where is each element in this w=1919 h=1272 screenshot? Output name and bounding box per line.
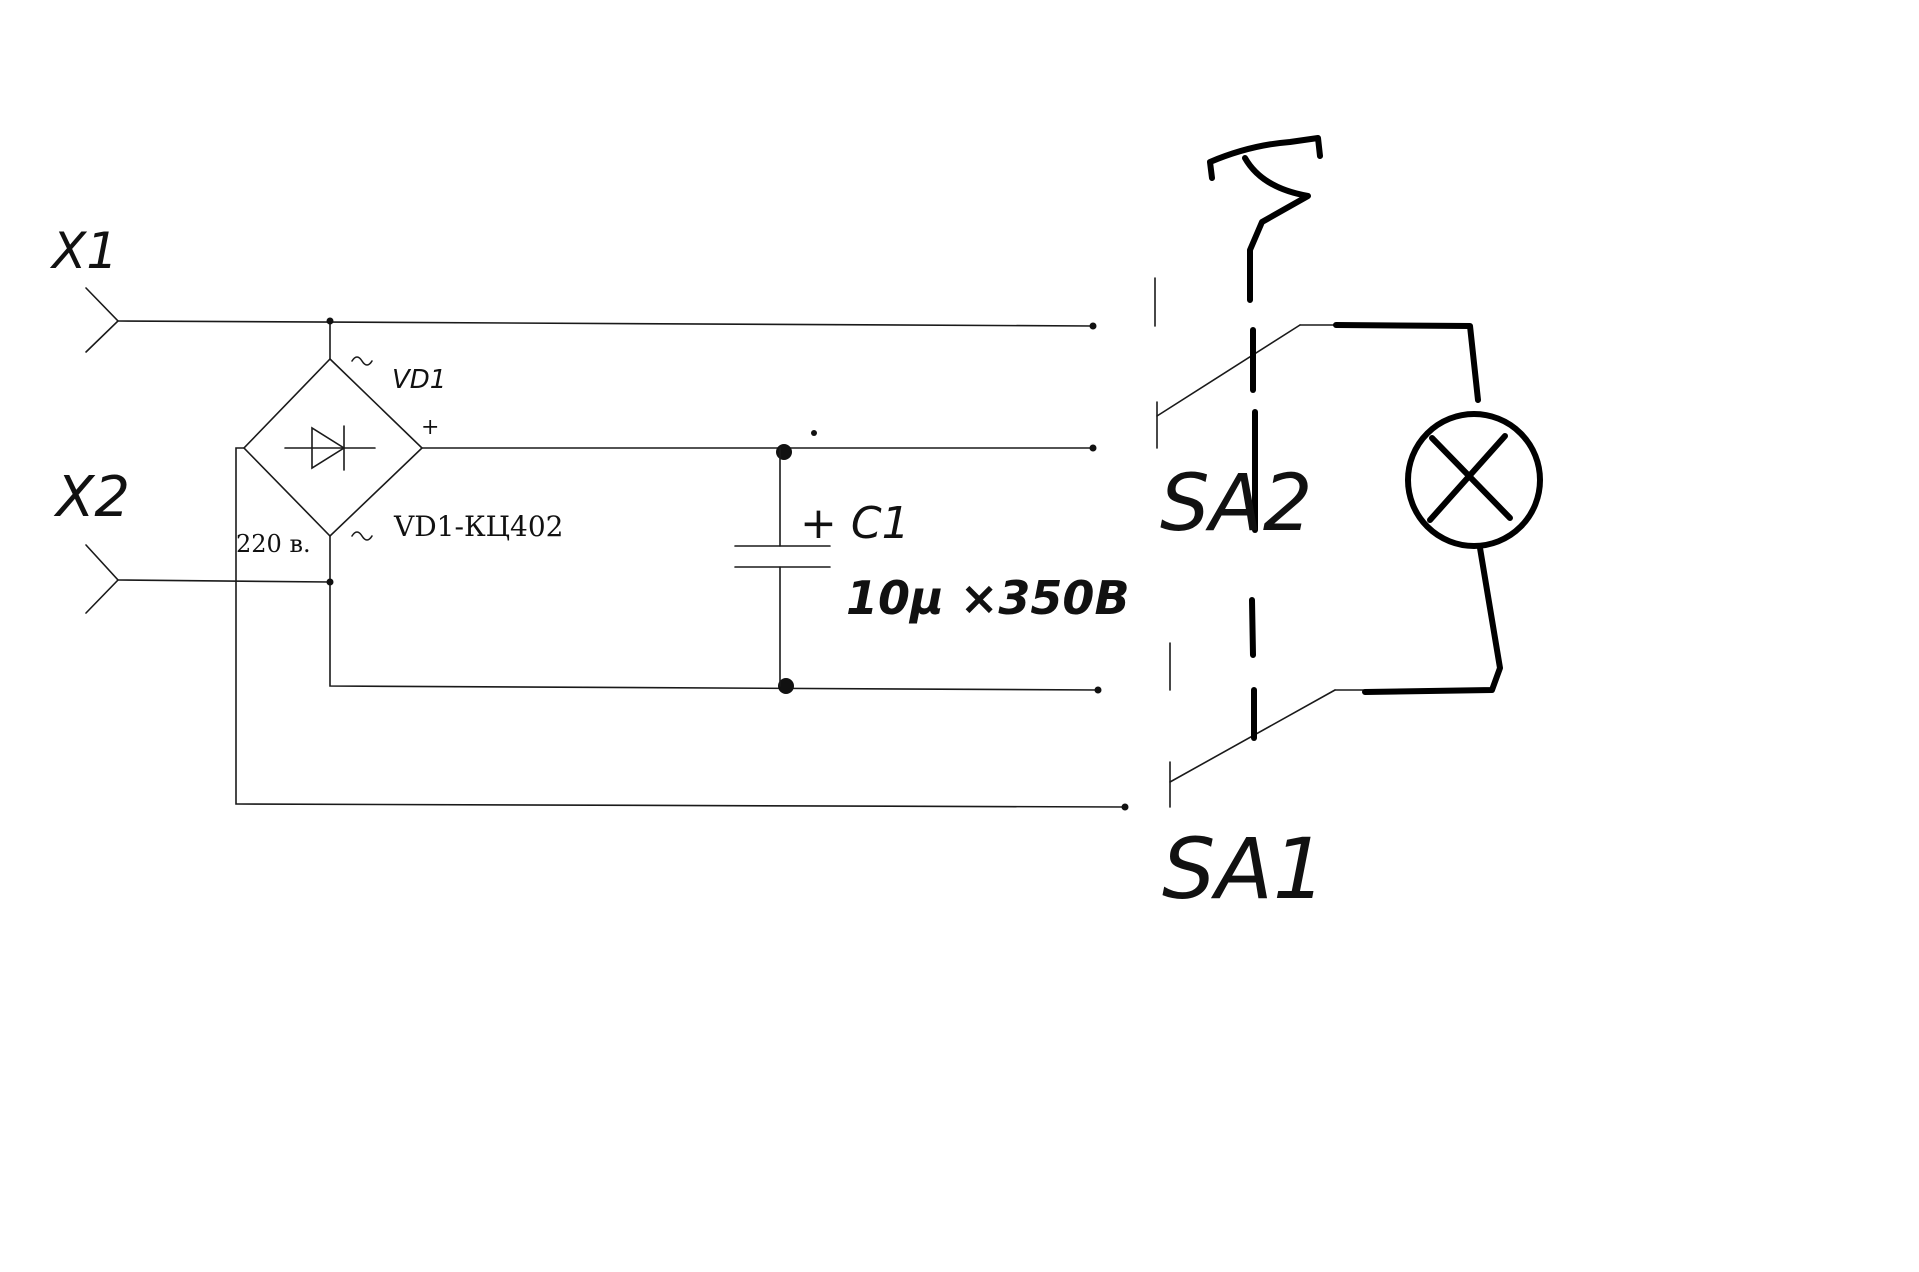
junction-x1-bridge (326, 317, 334, 325)
label-c1: + C1 (800, 498, 910, 549)
junction-c1-bottom (778, 678, 794, 694)
capacitor-c1 (734, 447, 831, 687)
label-bridge-plus: + (421, 415, 439, 440)
wire-x2 (117, 579, 331, 583)
junction-c1-top (776, 444, 792, 460)
contact-dot-3 (1094, 686, 1102, 694)
contact-dot-4 (1121, 803, 1129, 811)
ac-marker-bottom (351, 531, 373, 541)
label-voltage: 220 в. (236, 530, 311, 558)
wire-lamp-top (1333, 322, 1481, 403)
wire-outer-loop (235, 447, 1125, 808)
wire-lamp-bottom (1362, 545, 1503, 695)
switch-sa1 (1169, 642, 1371, 808)
contact-dot-1 (1089, 322, 1097, 330)
label-sa1: SA1 (1162, 820, 1326, 918)
terminal-x1 (85, 287, 120, 353)
junction-x2-bridge (326, 578, 334, 586)
label-vd1: VD1 (392, 365, 446, 395)
label-x1: X1 (49, 222, 118, 280)
switch-linkage (1207, 135, 1323, 741)
switch-sa2 (1154, 277, 1341, 449)
label-vd1-part: VD1-КЦ402 (393, 510, 563, 543)
ac-marker-top (351, 356, 373, 366)
diode-bridge-vd1 (242, 320, 424, 583)
label-c1-value: 10µ ×350В (846, 571, 1130, 625)
contact-dot-2 (1089, 444, 1097, 452)
wire-x1-to-sa2 (117, 320, 1093, 327)
lamp-icon (1405, 411, 1543, 549)
wire-minus-rail (329, 581, 1099, 691)
label-x2: X2 (53, 465, 130, 530)
label-sa2: SA2 (1160, 459, 1313, 549)
terminal-x2 (85, 544, 120, 614)
stray-dot (811, 430, 817, 436)
